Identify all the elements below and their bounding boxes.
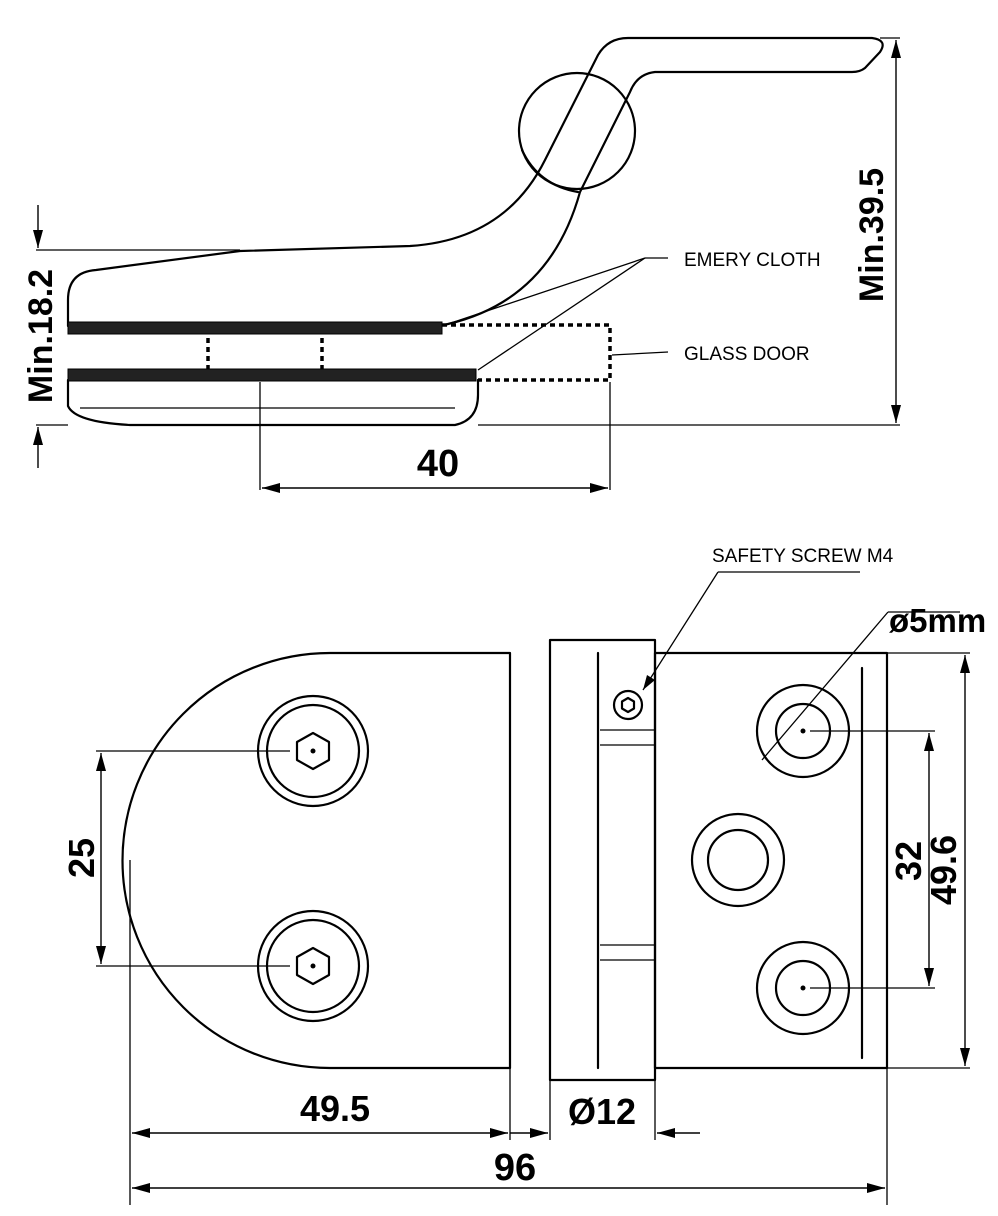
emery-cloth-upper [67, 321, 443, 335]
leader-emery-a [447, 257, 646, 325]
dim-label-total-width: 96 [494, 1147, 536, 1189]
hinge-body-outline [66, 36, 884, 328]
emery-cloth-lower [67, 368, 477, 382]
front-view: SAFETY SCREW M4 ø5mm 25 [61, 546, 986, 1205]
dim-label-hole-spacing: 32 [888, 841, 929, 881]
glass-door-outline [442, 323, 612, 382]
dim-label-pin: Ø12 [568, 1091, 636, 1132]
dim-label-depth: 40 [417, 443, 459, 485]
dim-label-plate-height: 49.6 [923, 835, 964, 905]
leader-hole-diameter [761, 611, 889, 761]
side-view: EMERY CLOTH GLASS DOOR Min.39.5 Min.18.2… [22, 36, 901, 493]
knuckle-cylinder [548, 638, 657, 1082]
label-emery-cloth: EMERY CLOTH [684, 250, 821, 271]
dim-label-bolt-spacing: 25 [61, 838, 102, 878]
leader-safety-screw [642, 571, 719, 691]
label-glass-door: GLASS DOOR [684, 344, 810, 365]
leader-glass-a [611, 351, 669, 356]
dim-label-thickness: Min.18.2 [22, 269, 60, 403]
right-plate-outline [653, 651, 889, 1070]
center-hole [690, 812, 786, 908]
dim-label-half-width: 49.5 [300, 1088, 370, 1129]
hinge-knuckle [517, 71, 637, 191]
left-plate-outline [121, 651, 512, 1070]
safety-screw [612, 689, 644, 721]
knuckle-shoulder [520, 148, 580, 194]
label-hole-diameter: ø5mm [889, 602, 986, 639]
hinge-bottom-plate [66, 378, 480, 427]
label-safety-screw: SAFETY SCREW M4 [712, 546, 894, 567]
leader-emery-b [477, 257, 646, 371]
dim-label-height: Min.39.5 [853, 168, 891, 302]
